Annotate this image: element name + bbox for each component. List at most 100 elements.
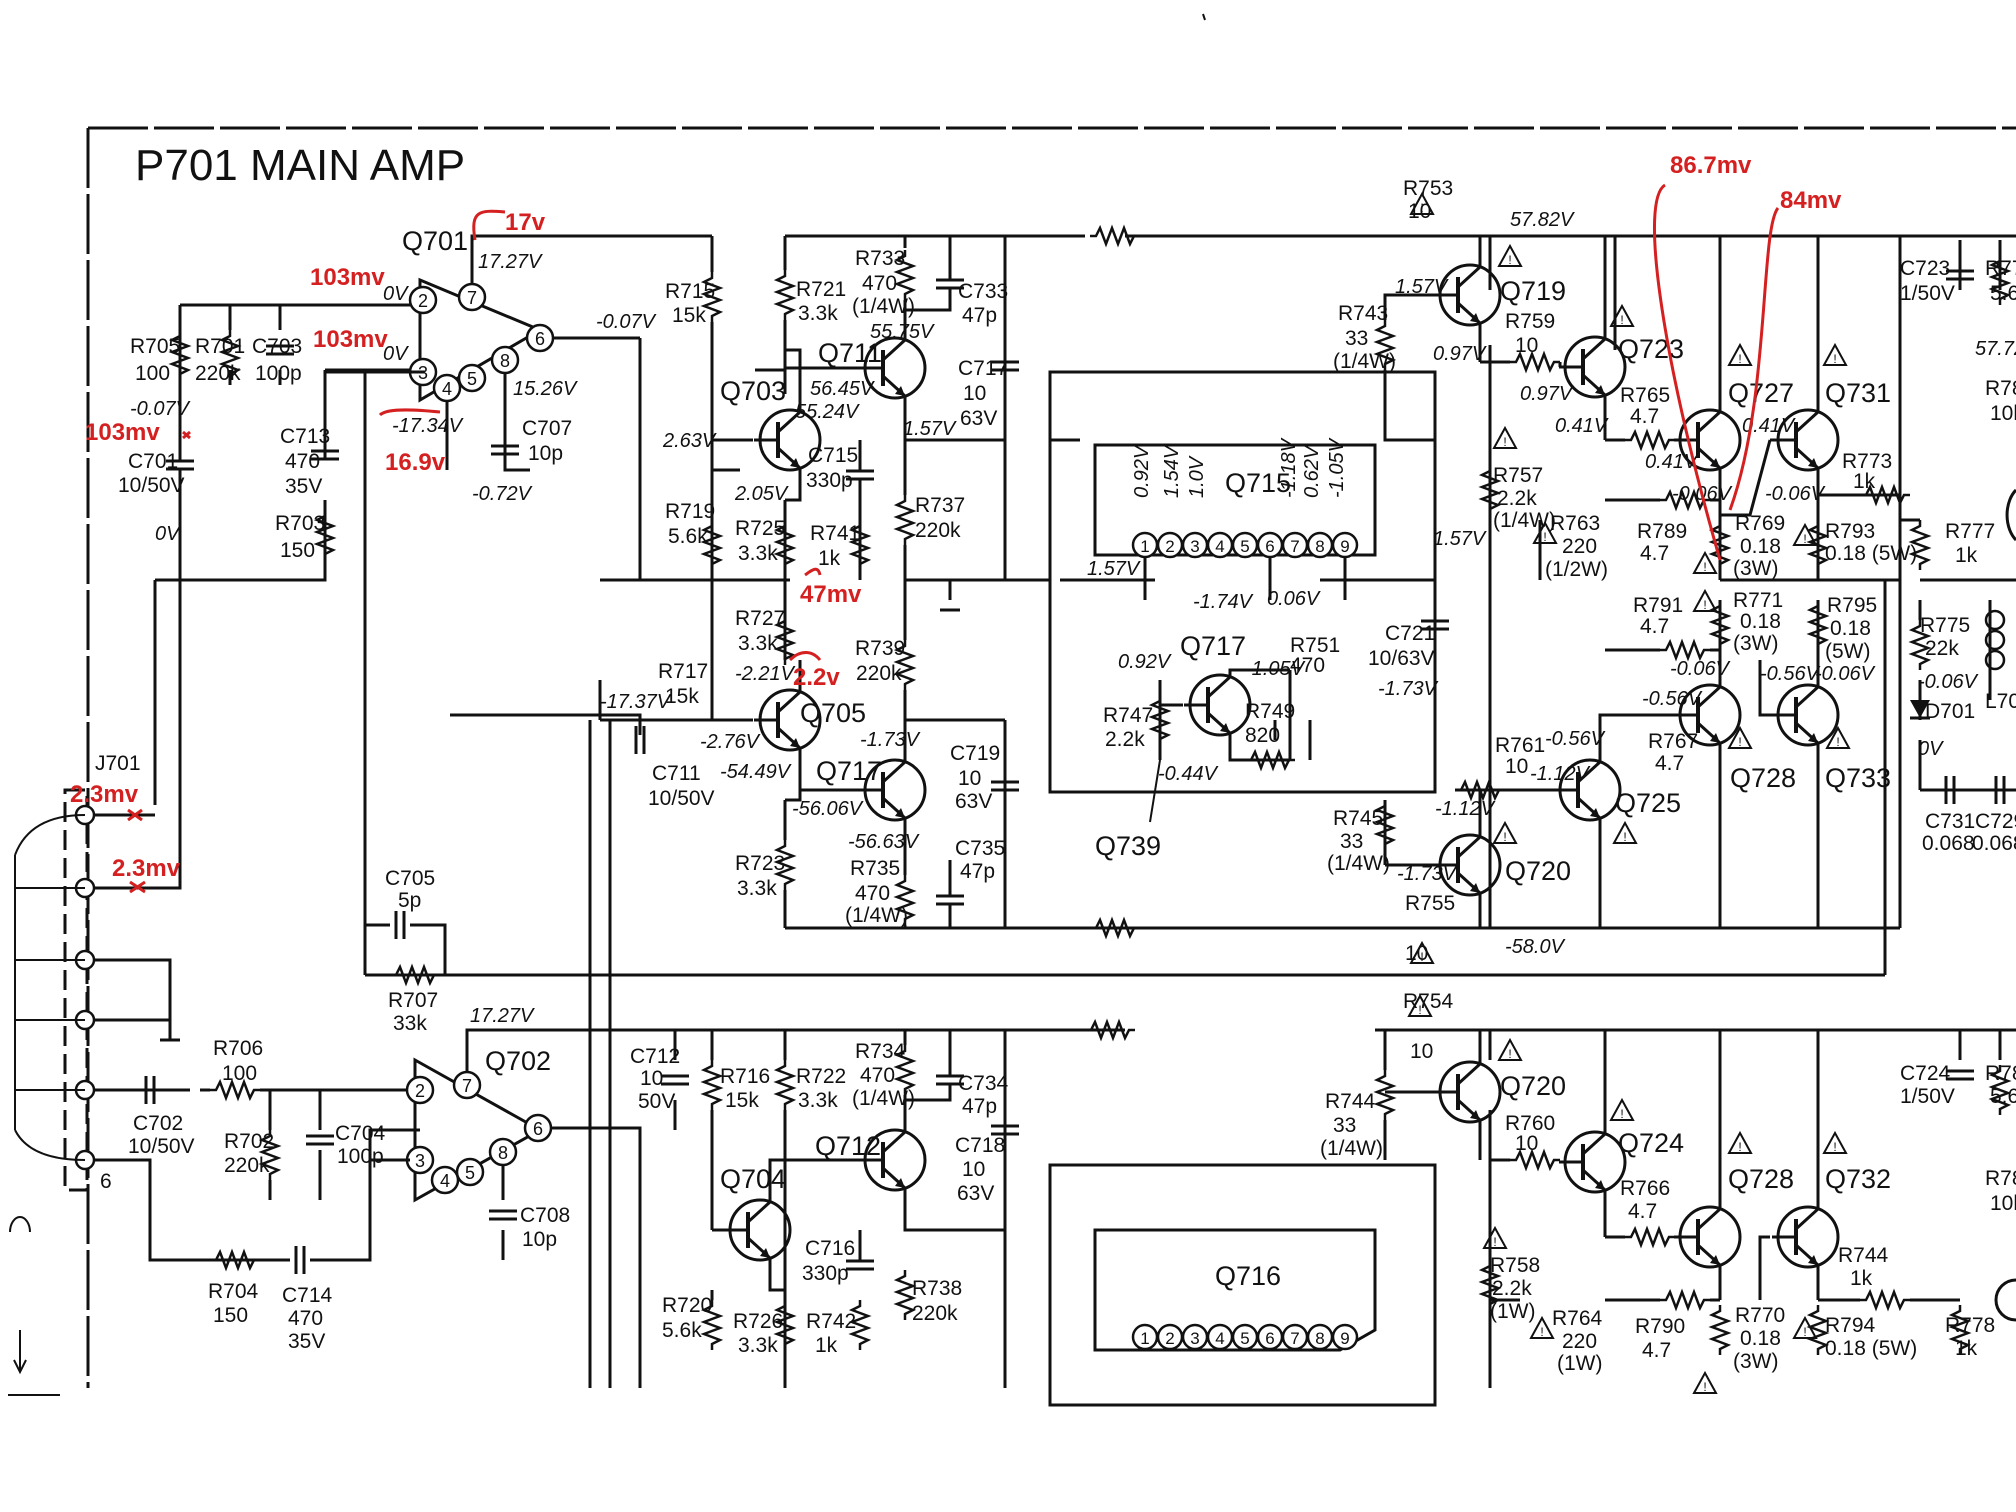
l70-label: L70 <box>1985 690 2016 713</box>
c718-label: C718 <box>955 1134 1005 1157</box>
c712-voltage: 50V <box>638 1090 675 1113</box>
v-q729-emitter: -0.06V <box>1670 658 1731 680</box>
v-q715-pin4: 1.0V <box>1186 455 1208 498</box>
r755-value: 10 <box>1405 942 1428 965</box>
v-q705-collector: -2.21V <box>735 663 796 685</box>
v-q733-emitter: -0.06V <box>1815 663 1876 685</box>
r741-value: 1k <box>818 547 841 570</box>
r705-label: R705 <box>130 335 180 358</box>
q716-pin-8: 8 <box>1315 1329 1324 1348</box>
q727-label: Q727 <box>1728 378 1794 408</box>
c707-label: C707 <box>522 417 572 440</box>
q716-pin-2: 2 <box>1165 1329 1174 1348</box>
r726-value: 3.3k <box>738 1334 778 1357</box>
r78c-value: 10k <box>1990 1192 2016 1215</box>
c724-label: C724 <box>1900 1062 1951 1085</box>
r764-label: R764 <box>1552 1307 1603 1330</box>
c713-value: 470 <box>285 450 320 473</box>
q715-label: Q715 <box>1225 468 1291 498</box>
r735-wattage: (1/4W) <box>845 904 908 927</box>
v-q702-pin7: 17.27V <box>470 1005 535 1027</box>
c701-value: 10/50V <box>118 474 185 497</box>
r78-value: 10k <box>1990 402 2016 425</box>
pin-8: 8 <box>1315 537 1324 556</box>
q711-label: Q711 <box>818 338 882 368</box>
v-q701-pin8: 15.26V <box>513 378 578 400</box>
r791-value: 4.7 <box>1640 615 1669 638</box>
q723-label: Q723 <box>1618 334 1684 364</box>
r790-value: 4.7 <box>1642 1339 1671 1362</box>
v-q701-pin2: 0V <box>383 283 409 305</box>
v-q713-c: -56.63V <box>848 831 920 853</box>
v-q713-b: -56.06V <box>792 798 864 820</box>
r773-label: R773 <box>1842 450 1892 473</box>
r725-label: R725 <box>735 517 785 540</box>
v-q701-pin3: 0V <box>383 343 409 365</box>
c717-label: C717 <box>958 357 1008 380</box>
r744-label: R744 <box>1325 1090 1376 1113</box>
q702-opamp: 2 3 7 4 5 8 6 Q702 17.27V C708 10p <box>370 1005 642 1388</box>
r726-label: R726 <box>733 1310 783 1333</box>
svg-text:3: 3 <box>415 1151 425 1171</box>
r760-value: 10 <box>1515 1132 1538 1155</box>
q704-label: Q704 <box>720 1164 786 1194</box>
driver-section-lower: C712 10 50V R716 15k R722 3.3k R734 470 … <box>600 1028 1021 1388</box>
v-q715-b: 0.06V <box>1267 588 1321 610</box>
bias-section-lower: Q716 1 2 3 4 5 6 7 8 9 <box>1048 1163 1437 1407</box>
r733-label: R733 <box>855 247 905 270</box>
q732-label: Q732 <box>1825 1164 1891 1194</box>
c721-label: C721 <box>1385 622 1435 645</box>
r716-value: 15k <box>725 1089 759 1112</box>
r769-value: 0.18 <box>1740 535 1781 558</box>
r775-label: R775 <box>1920 614 1970 637</box>
r721-label: R721 <box>796 278 846 301</box>
q716-pin-7: 7 <box>1290 1329 1299 1348</box>
connector-j701: J701 6 <box>8 545 280 1396</box>
v-q719-emitter: 0.97V <box>1433 343 1487 365</box>
r723-value: 3.3k <box>737 877 777 900</box>
r758-value: 2.2k <box>1492 1277 1532 1300</box>
v-r757: 1.57V <box>1433 528 1487 550</box>
q728-label: Q728 <box>1728 1164 1794 1194</box>
svg-text:7: 7 <box>467 288 477 308</box>
v-q721-base: -1.12V <box>1435 798 1496 820</box>
r751-label: R751 <box>1290 634 1340 657</box>
c723-value: 1/50V <box>1900 282 1955 305</box>
r744-value: 33 <box>1333 1114 1356 1137</box>
v-q701-out: -0.07V <box>596 311 657 333</box>
r703-value: 150 <box>280 539 315 562</box>
c712-value: 10 <box>640 1067 663 1090</box>
q731-label: Q731 <box>1825 378 1891 408</box>
c733-label: C733 <box>958 280 1008 303</box>
r761-label: R761 <box>1495 734 1545 757</box>
v-q703-base: 2.63V <box>662 430 717 452</box>
r703-label: R703 <box>275 512 325 535</box>
c716-value: 330p <box>802 1262 849 1285</box>
r749-value: 820 <box>1245 724 1280 747</box>
r770-value: 0.18 <box>1740 1327 1781 1350</box>
r741-label: R741 <box>810 522 860 545</box>
q720-label: Q720 <box>1500 1071 1566 1101</box>
annotation-2-3mv-b: 2.3mv <box>112 855 181 882</box>
r766-value: 4.7 <box>1628 1200 1657 1223</box>
svg-text:4: 4 <box>442 379 452 399</box>
r78b-value: 5.6 <box>1990 1085 2016 1108</box>
r791-label: R791 <box>1633 594 1683 617</box>
v-neg007-left: -0.07V <box>130 398 191 420</box>
c734-value: 47p <box>962 1095 997 1118</box>
svg-text:4: 4 <box>440 1171 450 1191</box>
r773-value: 1k <box>1853 470 1876 493</box>
svg-text:2: 2 <box>418 291 428 311</box>
r759-label: R759 <box>1505 310 1555 333</box>
c708-label: C708 <box>520 1204 570 1227</box>
c702-label: C702 <box>133 1112 183 1135</box>
c717-voltage: 63V <box>960 407 997 430</box>
r763-value: 220 <box>1562 535 1597 558</box>
c717-value: 10 <box>963 382 986 405</box>
v-rail-neg: -58.0V <box>1505 936 1566 958</box>
r769-wattage: (3W) <box>1733 557 1779 580</box>
svg-text:8: 8 <box>498 1143 508 1163</box>
r767-value: 4.7 <box>1655 752 1684 775</box>
c718-voltage: 63V <box>957 1182 994 1205</box>
v-q717-b: -1.05V <box>1245 658 1306 680</box>
